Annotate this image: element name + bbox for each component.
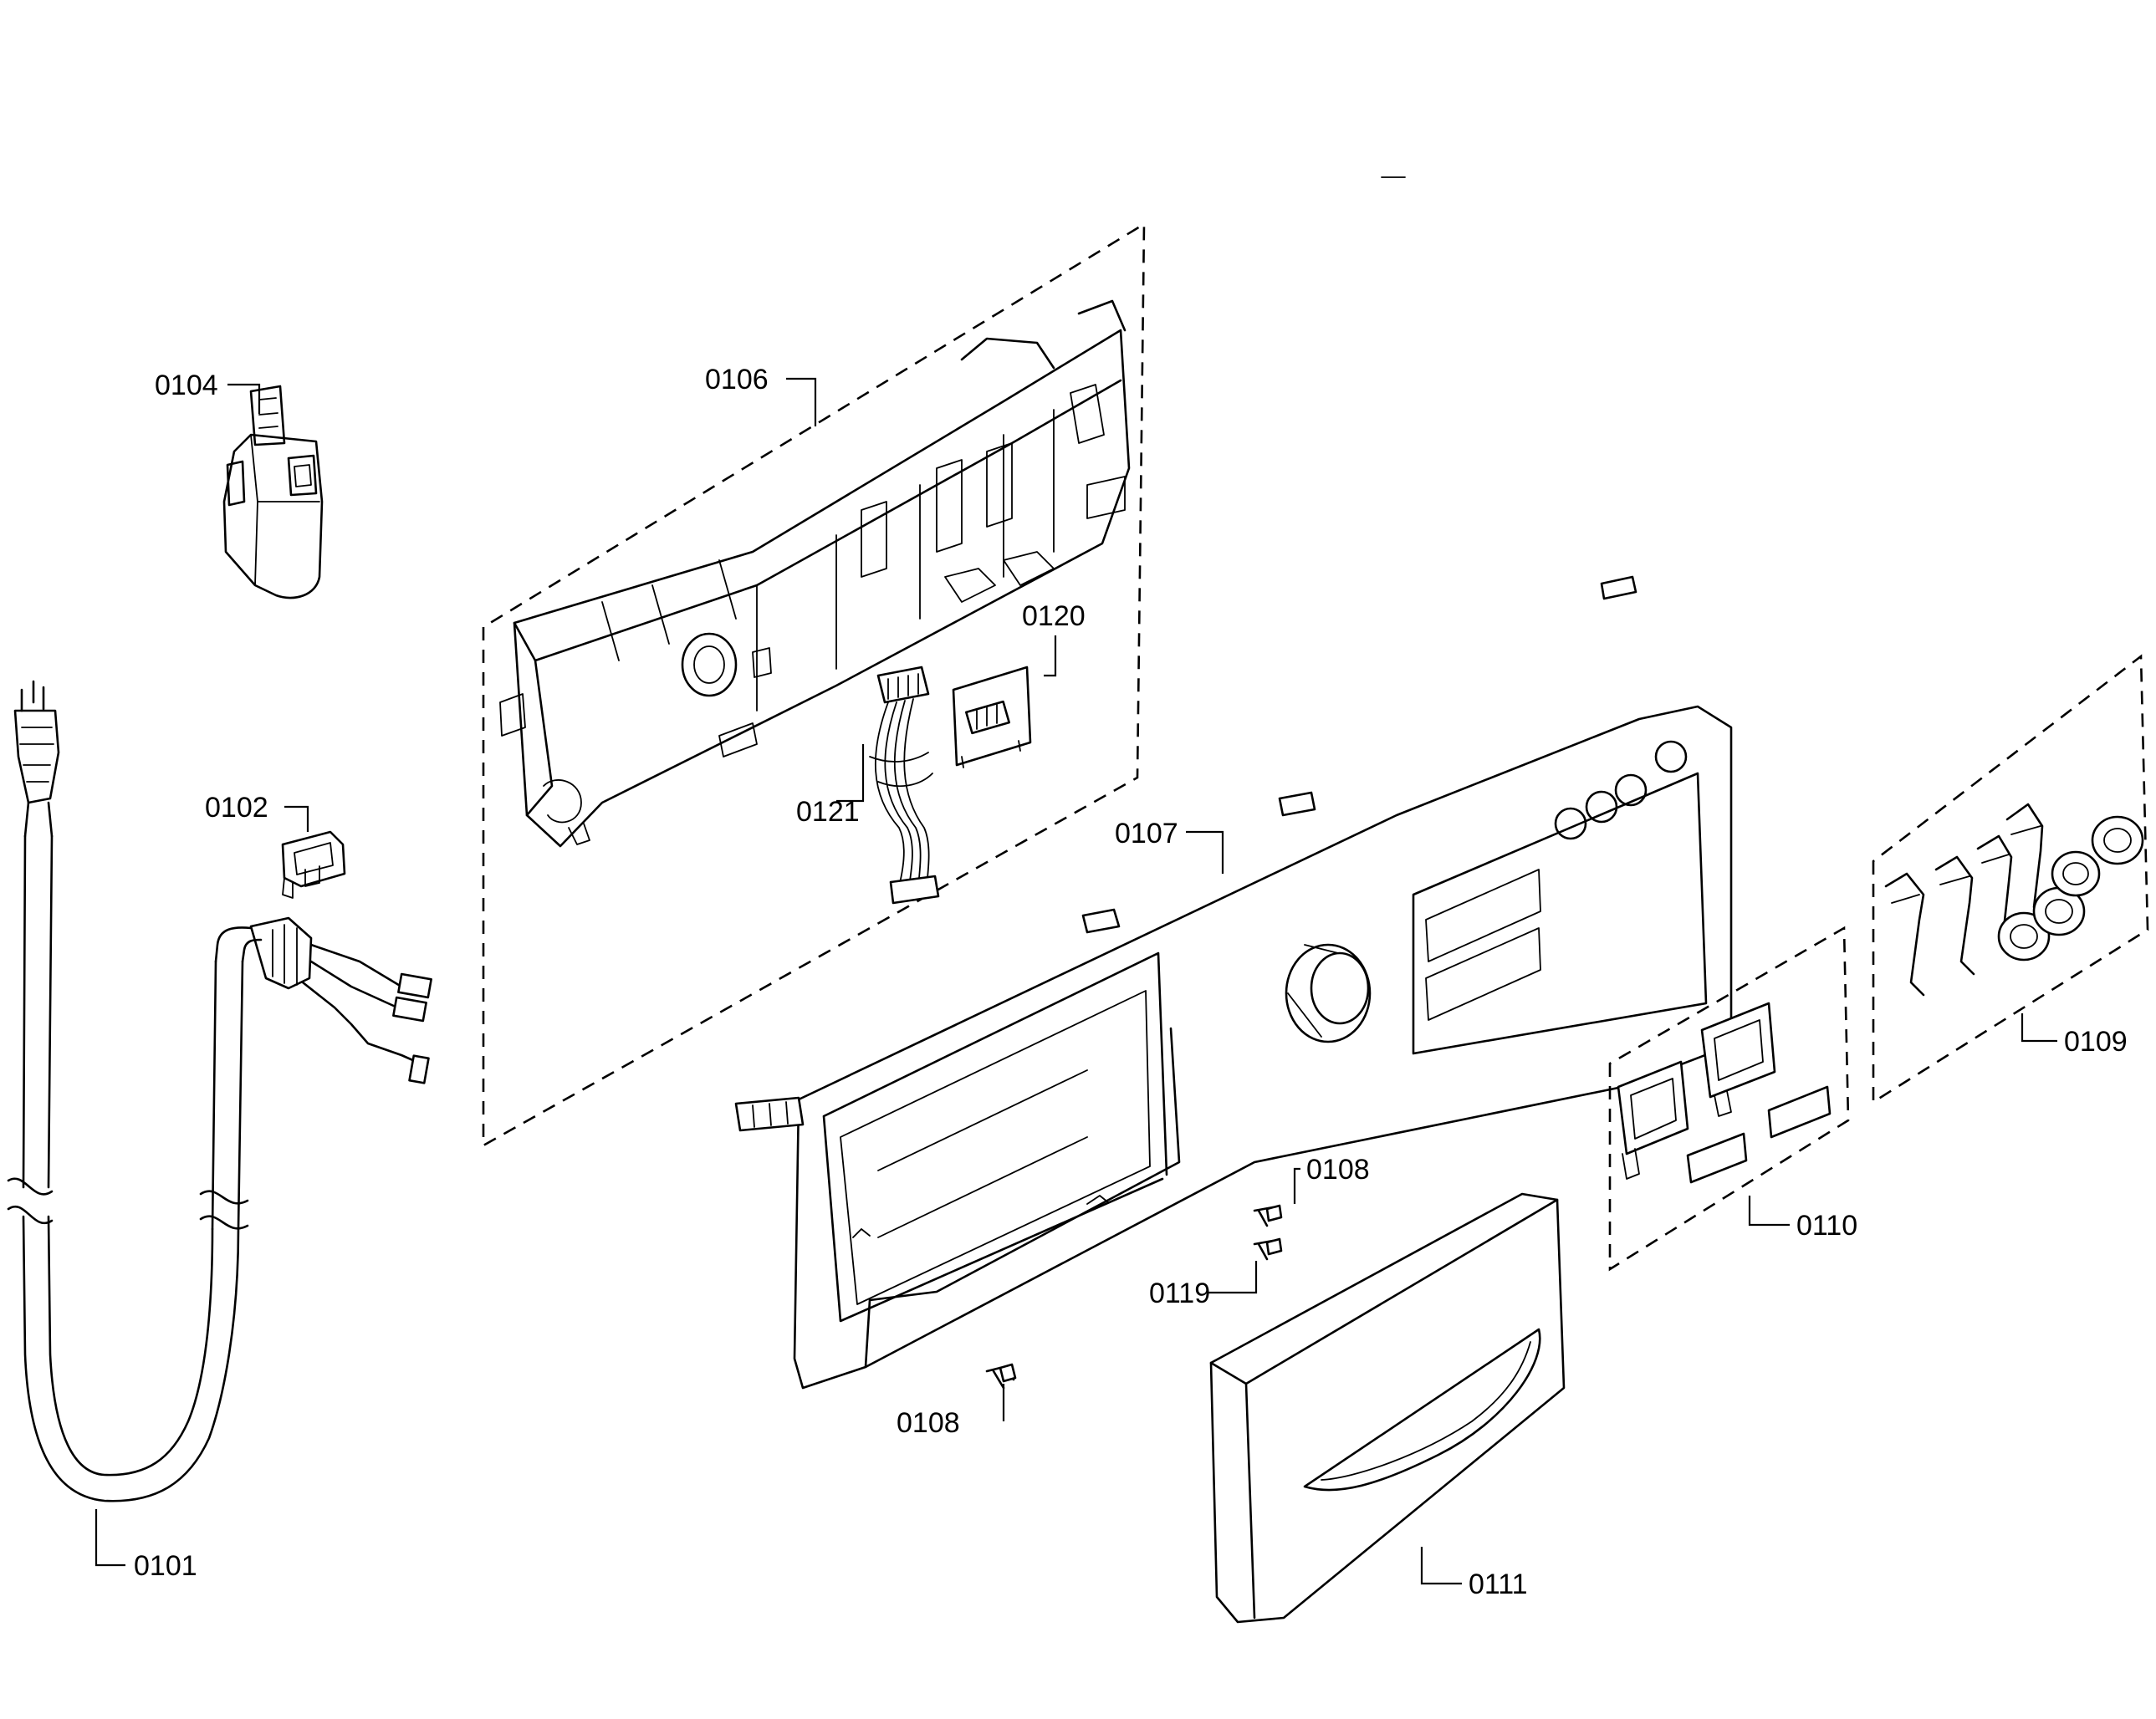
control-module-group	[482, 222, 1146, 1148]
callout-0108-upper: 0108	[1306, 1154, 1370, 1186]
callout-leaders	[95, 377, 2057, 1585]
push-buttons[interactable]	[1617, 1002, 1832, 1184]
callout-0101: 0101	[134, 1550, 197, 1582]
callout-0107: 0107	[1115, 818, 1178, 849]
screw-upper[interactable]	[1253, 1204, 1283, 1227]
callout-0102: 0102	[205, 792, 268, 824]
control-fascia-panel[interactable]	[734, 575, 1733, 1390]
callout-0109: 0109	[2064, 1026, 2128, 1058]
screw-middle[interactable]	[1253, 1237, 1283, 1261]
button-group	[1608, 926, 1850, 1272]
power-cord[interactable]	[7, 680, 432, 1502]
callout-0119: 0119	[1149, 1278, 1210, 1309]
callout-0108-lower: 0108	[897, 1407, 960, 1439]
dispenser-drawer-handle[interactable]	[1209, 1192, 1566, 1624]
callout-0110: 0110	[1796, 1210, 1857, 1242]
callout-0121: 0121	[796, 796, 860, 828]
callout-0106: 0106	[705, 364, 769, 395]
callout-0104: 0104	[155, 370, 218, 401]
display-board[interactable]	[952, 666, 1032, 768]
callout-0120: 0120	[1022, 600, 1086, 632]
wire-harness[interactable]	[869, 666, 940, 905]
cord-clip[interactable]	[281, 830, 346, 899]
selector-knobs[interactable]	[1884, 803, 2144, 997]
callout-0111: 0111	[1469, 1569, 1528, 1600]
screw-lower[interactable]	[985, 1363, 1017, 1390]
knob-group	[1872, 654, 2149, 1104]
control-module-housing[interactable]	[499, 299, 1131, 848]
noise-suppressor[interactable]	[222, 385, 324, 599]
